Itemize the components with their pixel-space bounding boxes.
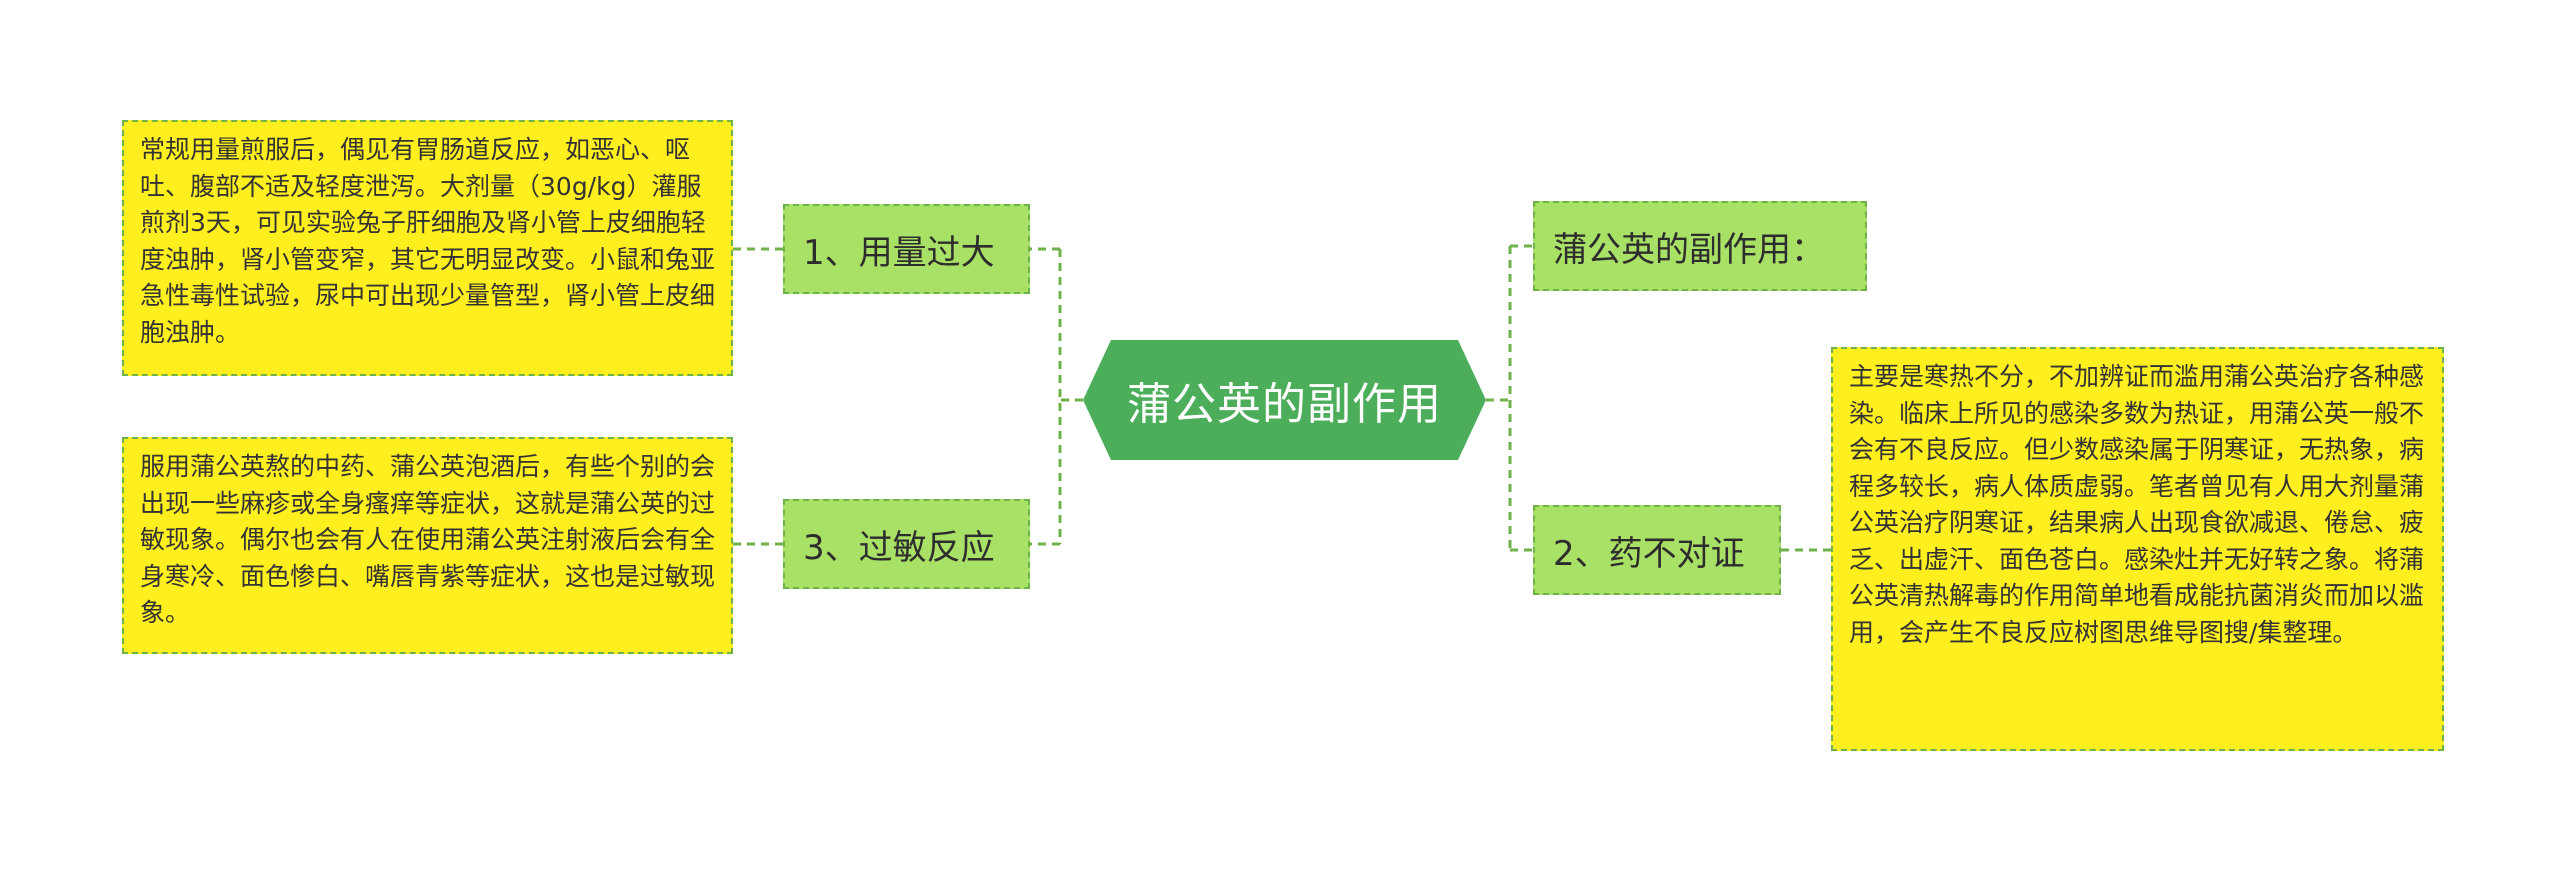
connector-central-left: [1030, 247, 1083, 546]
leaf-allergy-text: 服用蒲公英熬的中药、蒲公英泡酒后，有些个别的会出现一些麻疹或全身瘙痒等症状，这就…: [140, 452, 716, 627]
branch-mismatch[interactable]: 2、药不对证: [1533, 505, 1781, 595]
branch-allergy-label: 3、过敏反应: [803, 527, 995, 568]
branch-mismatch-label: 2、药不对证: [1553, 533, 1745, 574]
central-topic[interactable]: 蒲公英的副作用: [1083, 340, 1486, 460]
branch-intro[interactable]: 蒲公英的副作用：: [1533, 201, 1867, 291]
central-hexagon-shape: [1083, 340, 1486, 460]
branch-allergy[interactable]: 3、过敏反应: [783, 499, 1030, 589]
central-topic-title: 蒲公英的副作用: [1127, 379, 1442, 430]
connector-central-right: [1486, 244, 1533, 552]
leaf-allergy-detail[interactable]: 服用蒲公英熬的中药、蒲公英泡酒后，有些个别的会出现一些麻疹或全身瘙痒等症状，这就…: [122, 437, 733, 654]
leaf-dosage-detail[interactable]: 常规用量煎服后，偶见有胃肠道反应，如恶心、呕吐、腹部不适及轻度泄泻。大剂量（30…: [122, 120, 733, 376]
branch-dosage[interactable]: 1、用量过大: [783, 204, 1030, 294]
branch-intro-label: 蒲公英的副作用：: [1553, 229, 1825, 270]
leaf-mismatch-text: 主要是寒热不分，不加辨证而滥用蒲公英治疗各种感染。临床上所见的感染多数为热证，用…: [1849, 362, 2425, 647]
branch-dosage-label: 1、用量过大: [803, 232, 995, 273]
leaf-mismatch-detail[interactable]: 主要是寒热不分，不加辨证而滥用蒲公英治疗各种感染。临床上所见的感染多数为热证，用…: [1831, 347, 2444, 751]
leaf-dosage-text: 常规用量煎服后，偶见有胃肠道反应，如恶心、呕吐、腹部不适及轻度泄泻。大剂量（30…: [140, 135, 716, 347]
